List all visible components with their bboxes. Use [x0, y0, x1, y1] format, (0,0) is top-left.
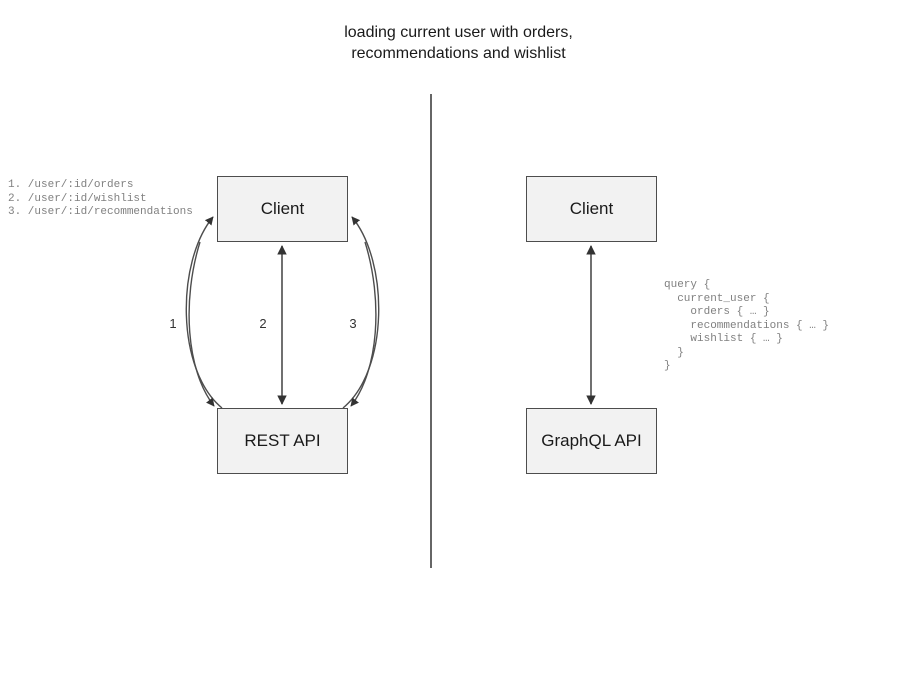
graphql-query-snippet: query { current_user { orders { … } reco…	[664, 279, 830, 372]
node-client-rest[interactable]: Client	[217, 176, 348, 242]
node-rest-api[interactable]: REST API	[217, 408, 348, 474]
edge-label-1: 1	[169, 316, 177, 331]
rest-endpoints-list: 1. /user/:id/orders 2. /user/:id/wishlis…	[8, 179, 193, 218]
edge-label-2: 2	[259, 316, 267, 331]
edge-label-3: 3	[349, 316, 357, 331]
node-graphql-api[interactable]: GraphQL API	[526, 408, 657, 474]
edge-3-path	[342, 216, 380, 409]
edge-1-path	[185, 216, 223, 409]
vertical-divider	[430, 94, 432, 568]
edge-1-return-path	[188, 241, 215, 407]
node-client-graphql[interactable]: Client	[526, 176, 657, 242]
page-title: loading current user with orders, recomm…	[344, 24, 573, 62]
